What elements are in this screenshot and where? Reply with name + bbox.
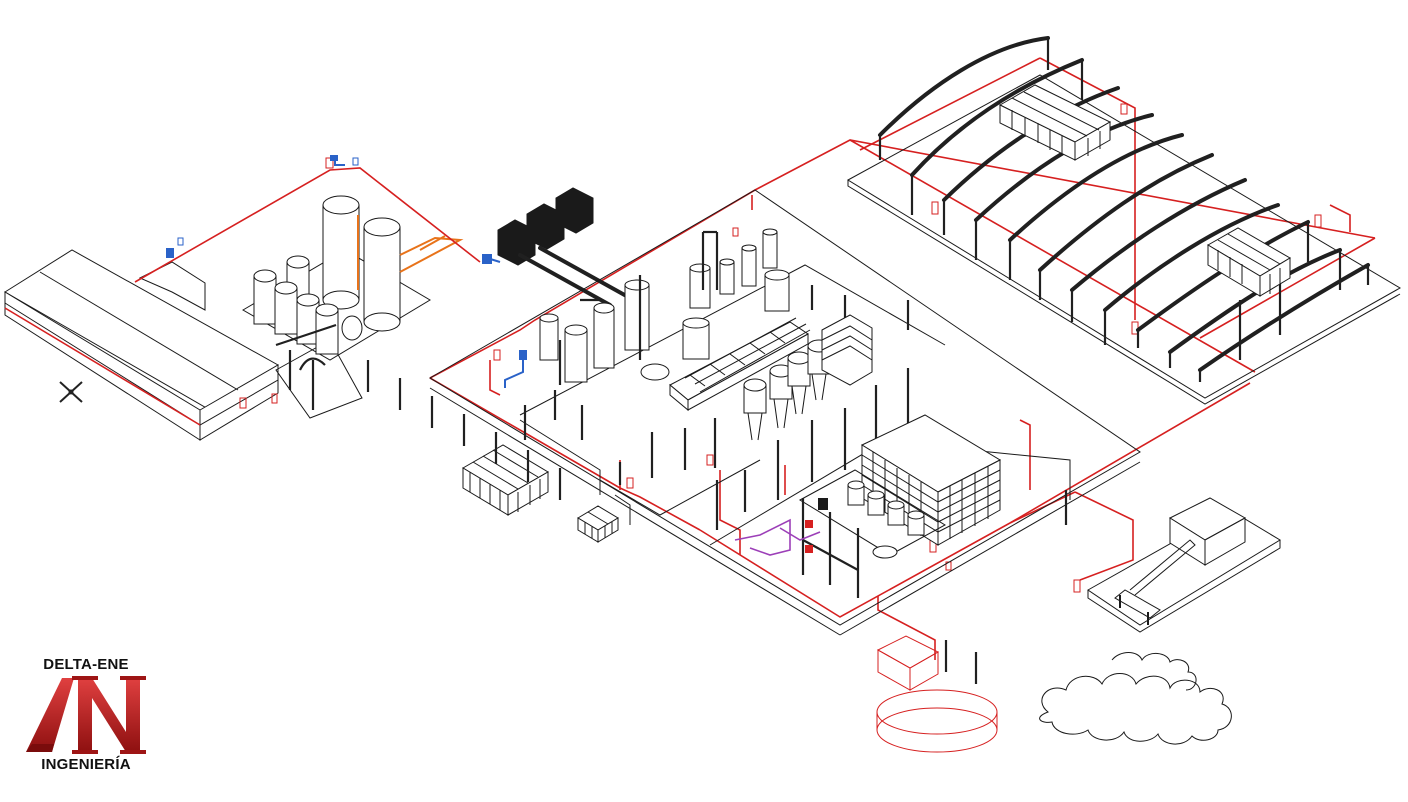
steel-frame-warehouse (847, 36, 1401, 405)
logo-top-text: DELTA-ENE (43, 656, 129, 673)
cloud-icon (1039, 652, 1232, 745)
cooling-towers (497, 187, 632, 307)
process-building (429, 189, 1141, 636)
fire-pump-house (876, 635, 998, 753)
north-arrow-icon (59, 381, 83, 403)
equipment-room (734, 469, 946, 598)
tank-farm (242, 195, 464, 419)
warehouse-pallets (860, 414, 1002, 546)
outdoor-pallets (462, 444, 619, 543)
exterior-posts (366, 360, 1068, 684)
loading-shed (1087, 497, 1281, 633)
logo-mark-icon (26, 676, 146, 754)
fire-main-loop (4, 57, 1376, 660)
blue-equipment (166, 155, 527, 388)
logo-bottom-text: INGENIERÍA (41, 756, 131, 773)
company-logo: DELTA-ENE INGENIERÍA (22, 656, 150, 776)
